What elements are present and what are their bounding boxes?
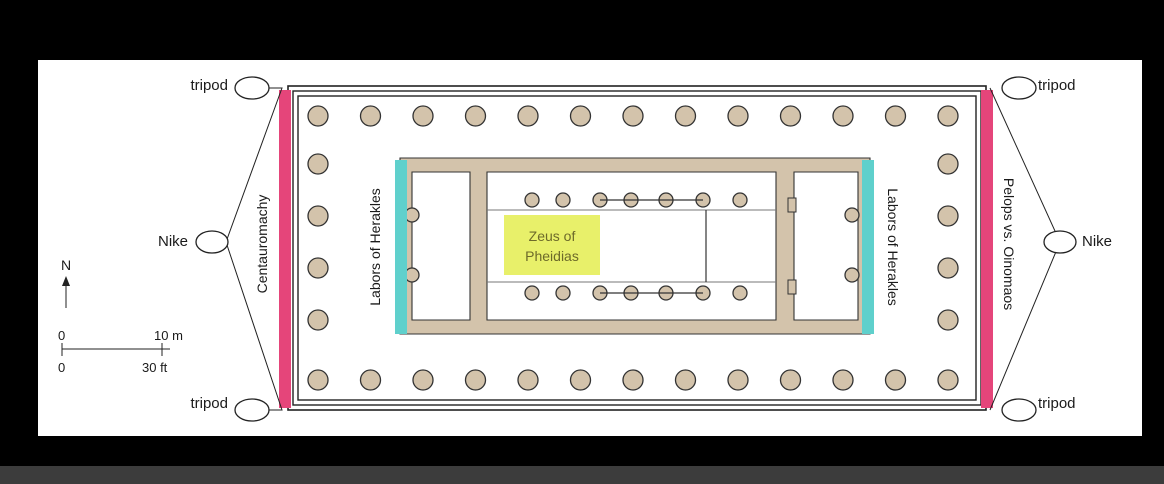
tripod-ellipse-top-right [1001,76,1037,100]
statue-label-line2: Pheidias [525,248,579,264]
peristyle-column [569,369,592,391]
interior-column [732,192,748,208]
porch-column [404,207,420,223]
peristyle-column [307,205,329,227]
pediment-east-label: Pelops vs. Oinomaos [1001,178,1017,310]
tripod-label-top-right: tripod [1038,77,1076,94]
cella [399,157,871,335]
peristyle-column [832,105,854,127]
nike-ellipse-west [195,230,229,254]
peristyle-column [412,369,434,391]
peristyle-column [937,105,959,127]
pediment-west-label: Centauromachy [254,195,270,294]
anta-south [787,279,797,295]
porch-column [404,267,420,283]
stylobate-step-outer [287,85,987,411]
peristyle-column [464,105,487,127]
interior-column [524,192,540,208]
diagram-panel: Zeus of Pheidias Labors of Herakles Labo… [38,60,1142,436]
metopes-west-bar [395,160,407,334]
anta-north [787,197,797,213]
tripod-label-bottom-right: tripod [1038,395,1076,412]
peristyle-column [622,369,644,391]
peristyle-column [307,309,329,331]
cella-walls [399,157,871,335]
nike-label-east: Nike [1082,233,1112,250]
peristyle-column [779,105,802,127]
peristyle-column [884,369,907,391]
north-arrow: N [61,257,71,308]
temple-plan: Zeus of Pheidias Labors of Herakles Labo… [58,76,1112,422]
peristyle-column [937,153,959,175]
bottom-bar [0,466,1164,484]
metopes-east-label: Labors of Herakles [885,188,901,306]
peristyle-column [937,257,959,279]
peristyle-column [359,369,382,391]
peristyle-column [727,369,749,391]
peristyle-column [884,105,907,127]
scale-bar: 0 10 m 0 30 ft [58,328,183,375]
peristyle-column [517,105,539,127]
scale-end-ft: 30 ft [142,360,168,375]
tripod-label-bottom-left: tripod [190,395,228,412]
nike-ellipse-east [1043,230,1077,254]
peristyle-column [727,105,749,127]
peristyle-column [937,309,959,331]
statue-label-line1: Zeus of [529,228,576,244]
peristyle-columns [307,105,959,391]
peristyle-column [832,369,854,391]
stylobate-step-inner [297,95,977,401]
interior-colonnades [524,192,748,301]
peristyle-column [307,257,329,279]
interior-column [524,285,540,301]
tripod-label-top-left: tripod [190,77,228,94]
scale-end-m: 10 m [154,328,183,343]
peristyle-column [464,369,487,391]
peristyle-column [307,153,329,175]
peristyle-column [674,105,697,127]
tripod-ellipse-top-left [234,76,270,100]
peristyle-column [674,369,697,391]
metopes-west-label: Labors of Herakles [367,188,383,306]
nike-label-west: Nike [158,233,188,250]
scale-zero-ft: 0 [58,360,65,375]
scale-zero-m: 0 [58,328,65,343]
tripod-ellipse-bottom-right [1001,398,1037,422]
zeus-statue-highlight [504,215,600,275]
peristyle-column [359,105,382,127]
peristyle-column [307,105,329,127]
acroteria-lines [225,87,1061,411]
peristyle-column [779,369,802,391]
interior-column [555,285,571,301]
porch-columns [404,207,860,283]
porch-column [844,207,860,223]
peristyle-column [569,105,592,127]
metopes-east-bar [862,160,874,334]
peristyle-column [937,205,959,227]
peristyle-column [517,369,539,391]
pediment-east-bar [981,90,993,408]
north-arrow-head [62,276,70,286]
pediment-west-bar [279,90,291,408]
porch-column [844,267,860,283]
interior-column [732,285,748,301]
peristyle-column [622,105,644,127]
peristyle-column [412,105,434,127]
tripod-ellipse-bottom-left [234,398,270,422]
north-arrow-label: N [61,257,71,273]
interior-column [555,192,571,208]
peristyle-column [937,369,959,391]
peristyle-column [307,369,329,391]
